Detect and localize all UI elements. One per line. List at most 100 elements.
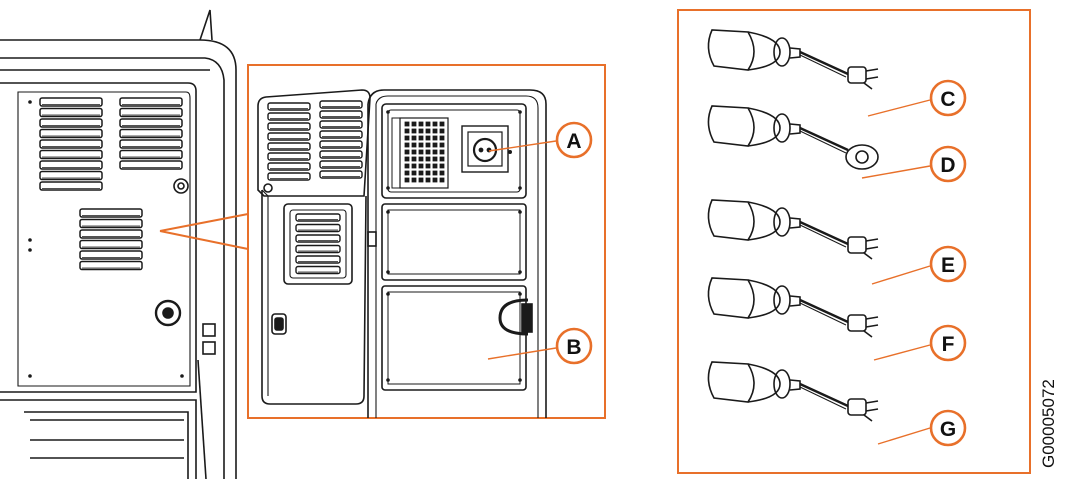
grid-cell [425, 121, 431, 127]
cord [799, 220, 849, 246]
callout-E: E [929, 245, 967, 283]
plug-prong [865, 76, 879, 80]
grid-cell [418, 142, 424, 148]
callout-G: G [929, 409, 967, 447]
louver-slot [267, 112, 311, 121]
louver-slot [119, 97, 183, 107]
louver-slot [319, 170, 363, 179]
callout-circle-icon [929, 245, 967, 283]
louver-slot [119, 128, 183, 139]
grid-cell [432, 156, 438, 162]
louver-slot [39, 160, 103, 170]
cord-edge [799, 130, 847, 154]
generator-housing [0, 9, 237, 479]
louver-slot [267, 122, 311, 131]
louver-slot [39, 118, 103, 128]
socket-taper [747, 31, 781, 71]
louver-slot [319, 160, 363, 169]
grid-cell [418, 149, 424, 155]
callout-C: C [929, 79, 967, 117]
grid-cell [411, 121, 417, 127]
louver-slot [319, 150, 363, 159]
callout-label-f: F [942, 333, 955, 356]
cord-edge [799, 54, 847, 78]
louver-slot [319, 140, 363, 149]
plug-prong [865, 316, 879, 320]
grid-cell [418, 128, 424, 134]
louver-slot [295, 234, 341, 243]
grid-cell [404, 170, 410, 176]
plug-prong [863, 414, 873, 422]
grid-cell [425, 128, 431, 134]
socket-taper [747, 279, 781, 319]
grid-cell [439, 163, 445, 169]
door-louvers [267, 100, 363, 275]
grid-cell [425, 149, 431, 155]
louver-slot [319, 120, 363, 129]
cord [799, 382, 849, 408]
grid-cell [404, 177, 410, 183]
louver-slot [295, 244, 341, 254]
open-access-door [257, 89, 371, 405]
callout-D: D [929, 145, 967, 183]
callout-circle-icon [929, 324, 967, 362]
grid-cell [411, 135, 417, 141]
grid-cell [432, 142, 438, 148]
callout-label-e: E [941, 254, 955, 277]
figure-code: G00005072 [1039, 379, 1058, 468]
grid-cell [439, 177, 445, 183]
louver-slot [119, 149, 183, 160]
louver-slot [39, 107, 103, 118]
plug-body [847, 398, 867, 416]
grid-cell [411, 128, 417, 134]
louvers-upper-right [119, 97, 183, 170]
grid-cell [411, 170, 417, 176]
grid-cell [404, 128, 410, 134]
grid-cell [404, 142, 410, 148]
callout-label-c: C [940, 88, 955, 111]
louvers-middle [79, 208, 143, 271]
louver-slot [267, 132, 311, 141]
grid-cell [425, 177, 431, 183]
grid-cell [425, 163, 431, 169]
grid-cell [411, 156, 417, 162]
grid-cell [439, 156, 445, 162]
callout-label-g: G [940, 418, 956, 441]
socket-collar [773, 207, 791, 237]
cord [799, 50, 849, 76]
grid-cell [418, 121, 424, 127]
louver-slot [79, 229, 143, 239]
leader-lines-adapters [861, 99, 931, 445]
grid-cell [411, 177, 417, 183]
plug-prong [865, 400, 879, 404]
grid-cell [439, 170, 445, 176]
grid-cell [404, 156, 410, 162]
grid-cell [418, 156, 424, 162]
grid-cell [432, 121, 438, 127]
louver-slot [295, 223, 341, 233]
zoom-leader-lines [159, 213, 249, 250]
grid-cell [411, 149, 417, 155]
grid-cell [404, 163, 410, 169]
callout-B: B [555, 327, 593, 365]
louver-slot [295, 255, 341, 264]
grid-cell [439, 149, 445, 155]
grid-cell [439, 121, 445, 127]
louver-slot [39, 128, 103, 139]
plug-prong [865, 246, 879, 250]
grid-cell [432, 149, 438, 155]
grid-cell [418, 135, 424, 141]
grid-cell [432, 170, 438, 176]
grid-cell [404, 149, 410, 155]
callout-circle-icon [929, 409, 967, 447]
cord-edge [799, 386, 847, 410]
callout-label-d: D [940, 154, 955, 177]
grid-cell [425, 156, 431, 162]
plug-prong [865, 68, 879, 72]
cabinet-front [367, 89, 547, 418]
panel-fasteners [28, 100, 184, 378]
adapter-cables [707, 29, 879, 422]
grid-cell [432, 177, 438, 183]
louver-slot [267, 142, 311, 151]
louver-slot [119, 139, 183, 149]
